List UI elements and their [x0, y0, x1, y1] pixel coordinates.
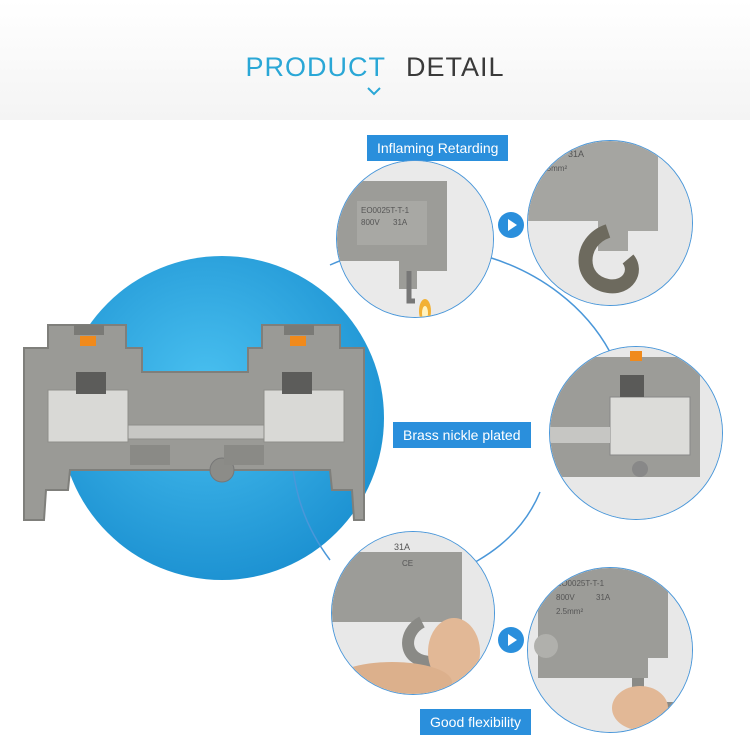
printed-spec-size: 2.5mm² — [540, 164, 567, 173]
title-word-detail: DETAIL — [405, 52, 505, 82]
printed-spec-current: 31A — [394, 542, 410, 552]
printed-spec-current: 31A — [393, 218, 408, 227]
play-arrow-icon — [498, 212, 524, 238]
printed-spec-size: 2.5mm² — [556, 607, 583, 616]
badge-inflaming-retarding: Inflaming Retarding — [367, 135, 509, 161]
title-word-product: PRODUCT — [245, 52, 386, 82]
printed-spec-mark: CE — [402, 559, 413, 568]
chevron-down-icon — [367, 87, 381, 96]
badge-good-flexibility: Good flexibility — [420, 709, 532, 735]
printed-model: EO0025T-T-1 — [361, 206, 410, 215]
detail-circle-flex-straight: EO0025T-T-1 800V 31A 2.5mm² — [527, 567, 693, 733]
badge-brass-nickle-plated: Brass nickle plated — [393, 422, 531, 448]
play-arrow-icon — [498, 627, 524, 653]
header-band — [0, 0, 750, 120]
printed-spec-current: 31A — [568, 149, 584, 159]
detail-circle-brass — [549, 346, 723, 520]
terminal-block — [23, 324, 365, 521]
printed-spec-voltage: 800V — [556, 593, 575, 602]
printed-spec-current: 31A — [596, 593, 611, 602]
page-title: PRODUCT DETAIL — [0, 52, 750, 83]
printed-spec-voltage: 800V — [361, 218, 380, 227]
detail-circle-flex-bent: 31A CE — [331, 531, 495, 695]
printed-model: EO0025T-T-1 — [556, 579, 605, 588]
detail-circle-burnt: 31A 2.5mm² — [527, 140, 693, 306]
detail-circle-flame: EO0025T-T-1 800V 31A — [336, 160, 494, 318]
